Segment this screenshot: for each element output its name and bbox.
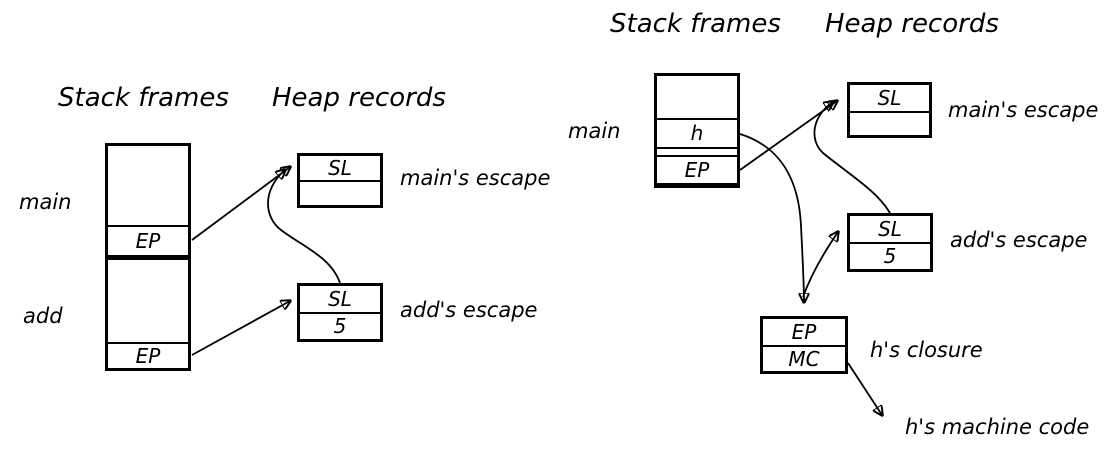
- left-adds-escape-divider: [300, 312, 380, 314]
- right-stack-box: h EP: [654, 73, 740, 188]
- right-arrow-main-ep-to-mains-escape-icon: [739, 101, 837, 171]
- left-add-ep-cell: EP: [135, 344, 161, 368]
- left-frame-divider: [108, 255, 188, 260]
- left-adds-escape-sl-cell: SL: [328, 287, 352, 311]
- right-main-ep-cell: EP: [684, 158, 710, 182]
- right-hs-closure-divider: [763, 345, 845, 347]
- right-frame-label-main: main: [568, 119, 621, 143]
- left-arrow-main-ep-to-mains-escape-icon: [191, 167, 290, 241]
- left-stack-box: EP EP: [105, 143, 191, 371]
- right-arrow-mc-to-machine-code-icon: [847, 362, 882, 415]
- left-main-ep-divider: [108, 225, 188, 227]
- right-stack-frames-title: Stack frames: [610, 9, 781, 39]
- right-hs-closure-ep-cell: EP: [791, 320, 817, 344]
- left-adds-escape-label: add's escape: [400, 298, 538, 322]
- left-arrow-add-ep-to-adds-escape-icon: [191, 301, 290, 356]
- right-hs-machine-code-label: h's machine code: [905, 415, 1090, 439]
- right-adds-escape-value-cell: 5: [883, 244, 897, 268]
- left-heap-records-title: Heap records: [272, 83, 446, 113]
- left-mains-escape-empty-cell: [300, 182, 380, 204]
- left-add-ep-divider: [108, 342, 188, 344]
- right-arrow-h-to-hs-closure-icon: [739, 133, 804, 302]
- left-stack-frames-title: Stack frames: [58, 83, 229, 113]
- left-frame-label-main: main: [19, 190, 72, 214]
- right-mains-escape-label: main's escape: [948, 98, 1099, 122]
- right-adds-escape-divider: [850, 242, 930, 244]
- right-heap-records-title: Heap records: [825, 9, 999, 39]
- right-h-divider-top: [657, 118, 737, 120]
- right-arrow-closure-ep-to-adds-escape-icon: [802, 232, 838, 298]
- left-frame-label-add: add: [23, 304, 63, 328]
- right-hs-closure-label: h's closure: [870, 338, 983, 362]
- right-ep-divider: [657, 155, 737, 157]
- right-mains-escape-record: SL: [847, 82, 932, 138]
- left-main-ep-cell: EP: [135, 229, 161, 253]
- right-mains-escape-empty-cell: [850, 113, 929, 135]
- right-main-h-cell: h: [690, 120, 704, 145]
- right-adds-escape-label: add's escape: [950, 228, 1088, 252]
- left-mains-escape-sl-cell: SL: [328, 156, 352, 180]
- left-adds-escape-record: SL 5: [297, 283, 383, 342]
- right-adds-escape-record: SL 5: [847, 213, 933, 272]
- right-h-divider-bottom: [657, 147, 737, 149]
- right-adds-escape-sl-cell: SL: [878, 217, 902, 241]
- left-mains-escape-record: SL: [297, 153, 383, 208]
- left-mains-escape-label: main's escape: [400, 166, 551, 190]
- right-hs-closure-mc-cell: MC: [788, 347, 820, 371]
- right-mains-escape-sl-cell: SL: [877, 86, 902, 110]
- right-hs-closure-record: EP MC: [760, 316, 848, 374]
- left-adds-escape-value-cell: 5: [333, 314, 347, 338]
